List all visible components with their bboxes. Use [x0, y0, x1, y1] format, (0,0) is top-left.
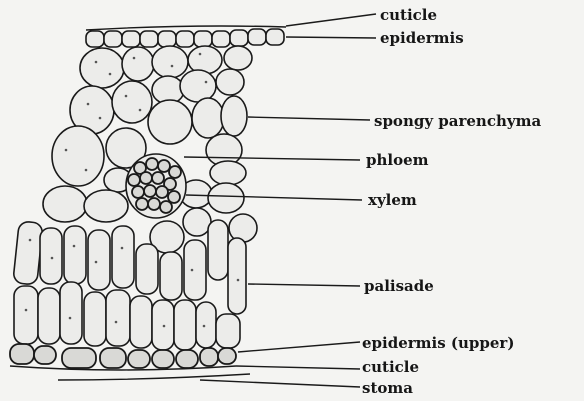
- bottom-epidermis-cells: [10, 344, 250, 380]
- top-epidermis-cells: [86, 26, 286, 47]
- leader-epidermis-top: [286, 37, 376, 38]
- leader-cuticle-bottom: [236, 366, 360, 369]
- leader-palisade: [248, 284, 360, 286]
- label-xylem: xylem: [368, 191, 417, 209]
- label-cuticle-top: cuticle: [380, 6, 437, 24]
- label-epidermis-top: epidermis: [380, 29, 464, 47]
- label-spongy-parenchyma: spongy parenchyma: [374, 112, 541, 130]
- label-stoma: stoma: [362, 379, 413, 397]
- leader-spongy: [248, 117, 370, 120]
- label-phloem: phloem: [366, 151, 429, 169]
- leader-stoma: [200, 380, 360, 387]
- leader-epidermis-bottom: [238, 342, 360, 352]
- leader-cuticle-top: [286, 14, 376, 26]
- label-palisade: palisade: [364, 277, 434, 295]
- vascular-bundle: [126, 154, 186, 218]
- palisade-cells: [13, 220, 246, 350]
- label-cuticle-bottom: cuticle: [362, 358, 419, 376]
- label-epidermis-upper: epidermis (upper): [362, 334, 514, 352]
